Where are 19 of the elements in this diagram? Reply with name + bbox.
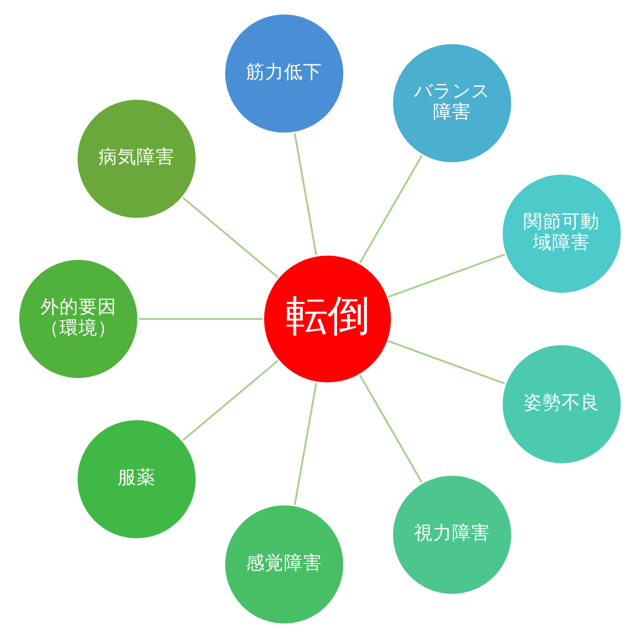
connector — [359, 374, 423, 483]
node-circle: 視力障害 — [390, 473, 514, 596]
node-circle: 姿勢不良 — [500, 342, 624, 466]
connector — [294, 133, 318, 256]
node-circle: 筋力低下 — [222, 12, 346, 136]
node-circle: 病気障害 — [75, 97, 198, 220]
node-circle: 外的要因（環境） — [16, 257, 140, 381]
connector — [182, 360, 278, 441]
node-circle: 転倒 — [262, 253, 394, 385]
node-circle: バランス障害 — [390, 42, 514, 165]
connector — [359, 155, 423, 264]
node-circle: 感覚障害 — [222, 502, 346, 626]
connector — [388, 254, 506, 298]
connector — [138, 318, 263, 320]
connector — [294, 382, 318, 505]
connector — [182, 197, 278, 278]
node-circle: 関節可動域障害 — [500, 172, 624, 296]
node-circle: 服薬 — [75, 418, 198, 541]
connector — [388, 340, 506, 384]
